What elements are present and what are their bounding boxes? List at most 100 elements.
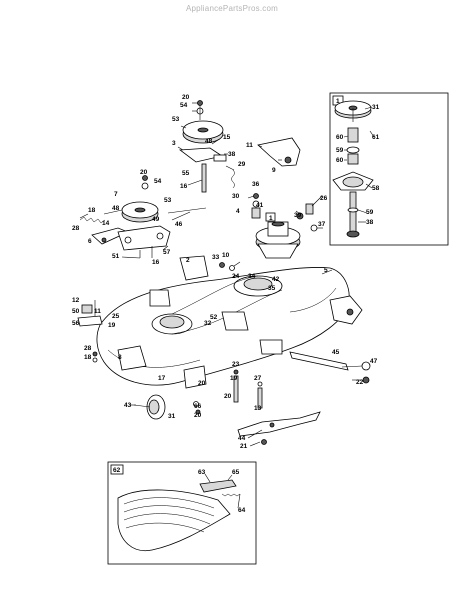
label-11: 11 (94, 308, 101, 315)
label-27: 27 (254, 375, 262, 382)
label-20: 20 (182, 94, 190, 101)
label-26: 26 (320, 195, 328, 202)
label-43: 43 (124, 402, 132, 409)
label-28: 28 (72, 225, 80, 232)
label-59-inset: 59 (366, 209, 374, 216)
label-60-inset: 60 (336, 157, 344, 164)
label-25: 25 (112, 313, 120, 320)
label-6: 6 (88, 238, 92, 245)
label-17: 17 (158, 375, 166, 382)
label-18: 18 (88, 207, 96, 214)
label-22: 22 (356, 379, 364, 386)
label-21: 21 (240, 443, 248, 450)
label-23: 23 (232, 361, 240, 368)
label-59-inset: 59 (336, 147, 344, 154)
label-31: 31 (168, 413, 176, 420)
label-11: 11 (246, 142, 253, 149)
label-10: 10 (222, 252, 230, 259)
idler-pulley-upper (182, 100, 224, 144)
lift-rod (289, 351, 371, 384)
label-61-inset: 61 (372, 134, 380, 141)
center-spindle: 1 (251, 193, 318, 259)
label-15: 15 (223, 134, 231, 141)
label-65: 65 (232, 469, 240, 476)
label-20: 20 (224, 393, 232, 400)
label-12: 12 (72, 297, 80, 304)
label-48: 48 (205, 138, 213, 145)
idler-pulley-left (121, 175, 159, 223)
label-56: 56 (72, 320, 80, 327)
label-8: 8 (118, 354, 122, 361)
label-54: 54 (180, 102, 188, 109)
label-51: 51 (112, 253, 120, 260)
label-37: 37 (318, 221, 326, 228)
center-spindle-tag: 1 (269, 215, 273, 222)
label-13: 13 (254, 405, 262, 412)
bottom-hardware (193, 369, 263, 415)
label-32: 32 (204, 320, 212, 327)
label-2: 2 (186, 257, 190, 264)
label-38: 38 (228, 151, 236, 158)
idler-arm (178, 147, 235, 193)
label-53: 53 (172, 116, 180, 123)
label-44: 44 (238, 435, 246, 442)
label-4: 4 (236, 208, 240, 215)
label-45: 45 (332, 349, 340, 356)
label-28: 28 (84, 345, 92, 352)
label-38-inset: 38 (366, 219, 374, 226)
label-36: 36 (252, 181, 260, 188)
left-hardware (77, 300, 103, 363)
label-57: 57 (163, 249, 171, 256)
label-55: 55 (182, 170, 190, 177)
mower-blade (237, 411, 321, 445)
label-19: 19 (230, 375, 238, 382)
label-54: 54 (154, 178, 162, 185)
label-64: 64 (238, 507, 246, 514)
label-39: 39 (294, 212, 302, 219)
label-42: 42 (272, 276, 280, 283)
label-63: 63 (198, 469, 206, 476)
label-30: 30 (232, 193, 240, 200)
inset-tag-label: 1 (336, 98, 340, 105)
label-52: 52 (210, 314, 218, 321)
label-19: 19 (108, 322, 116, 329)
label-34: 34 (248, 273, 256, 280)
label-33: 33 (212, 254, 220, 261)
label-53: 53 (164, 197, 172, 204)
label-16: 16 (152, 259, 160, 266)
label-3: 3 (172, 140, 176, 147)
mower-deck (96, 267, 363, 389)
label-60-inset: 60 (336, 134, 344, 141)
label-20: 20 (140, 169, 148, 176)
label-66: 66 (194, 403, 202, 410)
label-29: 29 (238, 161, 246, 168)
inset-62-tag: 62 (113, 467, 121, 474)
inset-mulch-kit: 62 (107, 461, 257, 565)
idler-bracket (117, 225, 171, 258)
label-58-inset: 58 (372, 185, 380, 192)
rod (167, 207, 207, 214)
part-labels: 20 54 53 15 48 3 38 29 55 16 11 9 20 54 … (72, 94, 380, 514)
label-35: 35 (268, 285, 276, 292)
label-16: 16 (180, 183, 188, 190)
watermark: AppliancePartsPros.com (186, 4, 278, 13)
gauge-wheel (133, 394, 166, 420)
label-7: 7 (114, 191, 118, 198)
label-9: 9 (272, 167, 276, 174)
label-24: 24 (232, 273, 240, 280)
label-20: 20 (194, 412, 202, 419)
label-47: 47 (370, 358, 378, 365)
label-14: 14 (102, 220, 110, 227)
label-48: 48 (112, 205, 120, 212)
label-50: 50 (72, 308, 80, 315)
label-31-inset: 31 (372, 104, 380, 111)
leader-lines (79, 102, 375, 509)
label-20: 20 (198, 380, 206, 387)
inset-spindle-assembly: 1 (329, 92, 449, 246)
deflector-bracket (257, 137, 301, 167)
label-49: 49 (152, 216, 160, 223)
label-41: 41 (256, 202, 264, 209)
label-5: 5 (324, 267, 328, 274)
label-46: 46 (175, 221, 183, 228)
